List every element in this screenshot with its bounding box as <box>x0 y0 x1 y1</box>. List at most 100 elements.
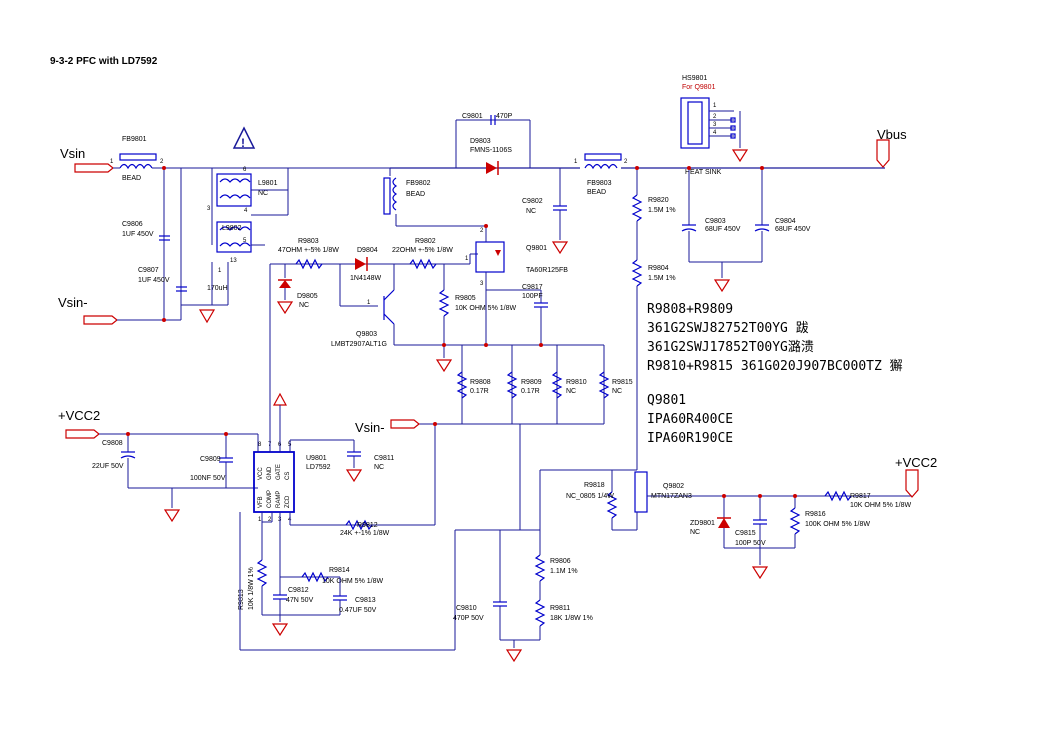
svg-text:BEAD: BEAD <box>587 189 606 196</box>
fb9801-value: BEAD <box>122 175 141 182</box>
svg-text:10K OHM 5% 1/8W: 10K OHM 5% 1/8W <box>455 305 516 312</box>
svg-text:L9802: L9802 <box>222 225 242 232</box>
svg-text:D9803: D9803 <box>470 138 491 145</box>
ground-icon <box>435 359 453 373</box>
svg-text:47N 50V: 47N 50V <box>286 597 314 604</box>
svg-text:1: 1 <box>574 159 578 165</box>
svg-text:3: 3 <box>480 281 484 287</box>
svg-text:R9802: R9802 <box>415 238 436 245</box>
d9805-diode-icon <box>279 280 291 288</box>
vcc2-right-net-label: +VCC2 <box>895 455 937 470</box>
bom-notes: R9808+R9809 361G2SWJ82752T00YG 跋 361G2SW… <box>647 302 903 446</box>
svg-text:1.5M 1%: 1.5M 1% <box>648 275 676 282</box>
svg-text:R9804: R9804 <box>648 265 669 272</box>
svg-text:NC: NC <box>612 388 622 395</box>
vcc2-left-port-connector <box>65 429 100 439</box>
hs9801-heatsink <box>680 97 710 149</box>
svg-text:GND: GND <box>267 466 273 480</box>
r9817-resistor <box>824 490 852 502</box>
svg-text:361G2SWJ17852T00YG潞溃: 361G2SWJ17852T00YG潞溃 <box>647 340 814 355</box>
svg-text:100K OHM 5% 1/8W: 100K OHM 5% 1/8W <box>805 521 870 528</box>
vsin-minus-net-label: Vsin- <box>58 295 88 310</box>
svg-text:NC: NC <box>566 388 576 395</box>
svg-text:C9801: C9801 <box>462 113 483 120</box>
svg-text:VFB: VFB <box>258 496 264 508</box>
svg-text:R9808: R9808 <box>470 379 491 386</box>
svg-text:C9815: C9815 <box>735 530 756 537</box>
fb9801-bead-top <box>119 153 157 161</box>
svg-text:D9805: D9805 <box>297 293 318 300</box>
svg-text:VCC: VCC <box>258 467 264 480</box>
svg-text:C9813: C9813 <box>355 597 376 604</box>
vcc2-left-net-label: +VCC2 <box>58 408 100 423</box>
svg-text:C9810: C9810 <box>456 605 477 612</box>
ground-icon <box>731 149 749 163</box>
r9805-resistor <box>438 289 450 317</box>
r9806-resistor <box>534 554 546 582</box>
svg-text:4: 4 <box>244 208 248 214</box>
svg-text:LD7592: LD7592 <box>306 464 331 471</box>
svg-text:0.17R: 0.17R <box>470 388 489 395</box>
r9820-resistor <box>631 194 643 222</box>
svg-text:NC: NC <box>299 302 309 309</box>
svg-text:FB9803: FB9803 <box>587 180 612 187</box>
q9802-mosfet <box>634 471 648 513</box>
svg-text:4: 4 <box>713 130 717 136</box>
r9812-resistor <box>345 519 373 531</box>
svg-text:R9806: R9806 <box>550 558 571 565</box>
svg-text:C9817: C9817 <box>522 284 543 291</box>
svg-text:L9801: L9801 <box>258 180 278 187</box>
svg-text:5: 5 <box>243 238 247 244</box>
r9815-resistor <box>598 371 610 399</box>
svg-text:C9803: C9803 <box>705 218 726 225</box>
svg-text:1: 1 <box>258 517 262 523</box>
svg-text:NC_0805 1/4W: NC_0805 1/4W <box>566 493 614 500</box>
svg-text:13: 13 <box>230 258 237 264</box>
svg-text:361G2SWJ82752T00YG 跋: 361G2SWJ82752T00YG 跋 <box>647 321 809 336</box>
svg-text:100NF 50V: 100NF 50V <box>190 475 226 482</box>
r9811-resistor <box>534 599 546 627</box>
ground-icon <box>198 309 216 324</box>
svg-text:22UF 50V: 22UF 50V <box>92 463 124 470</box>
svg-text:R9803: R9803 <box>298 238 319 245</box>
ground-icon <box>551 241 569 255</box>
svg-text:8: 8 <box>258 442 262 448</box>
svg-text:10K 1/8W 1%: 10K 1/8W 1% <box>248 567 255 610</box>
svg-text:NC: NC <box>690 529 700 536</box>
svg-text:R9814: R9814 <box>329 567 350 574</box>
svg-text:0.17R: 0.17R <box>521 388 540 395</box>
svg-text:2: 2 <box>624 159 628 165</box>
svg-text:CS: CS <box>285 472 291 480</box>
ground-icon <box>751 566 769 580</box>
svg-text:0.47UF 50V: 0.47UF 50V <box>339 607 377 614</box>
d9804-diode-icon <box>355 258 366 270</box>
svg-text:FMNS-1106S: FMNS-1106S <box>470 147 512 154</box>
svg-text:R9810: R9810 <box>566 379 587 386</box>
fb9802-bead <box>383 177 391 215</box>
svg-text:68UF 450V: 68UF 450V <box>705 226 741 233</box>
svg-text:10K OHM 5% 1/8W: 10K OHM 5% 1/8W <box>850 502 911 509</box>
gnd-flag-icon <box>272 392 288 406</box>
vsin-minus-port-connector <box>83 315 118 325</box>
svg-text:1UF 450V: 1UF 450V <box>138 277 170 284</box>
svg-text:18K 1/8W 1%: 18K 1/8W 1% <box>550 615 593 622</box>
svg-text:47OHM +-5% 1/8W: 47OHM +-5% 1/8W <box>278 247 339 254</box>
vsin-minus-mid-net-label: Vsin- <box>355 420 385 435</box>
svg-text:22OHM +-5% 1/8W: 22OHM +-5% 1/8W <box>392 247 453 254</box>
svg-text:1: 1 <box>110 159 114 165</box>
svg-text:NC: NC <box>258 190 268 197</box>
svg-text:IPA60R190CE: IPA60R190CE <box>647 431 733 446</box>
svg-text:R9815: R9815 <box>612 379 633 386</box>
svg-text:COMP: COMP <box>267 490 273 508</box>
svg-text:NC: NC <box>374 464 384 471</box>
ground-icon <box>505 649 523 663</box>
fb9801-ref: FB9801 <box>122 136 147 143</box>
r9808-resistor <box>456 371 468 399</box>
svg-text:1: 1 <box>713 103 717 109</box>
svg-text:LMBT2907ALT1G: LMBT2907ALT1G <box>331 341 387 348</box>
fb9803-bead <box>584 153 622 161</box>
svg-text:R9805: R9805 <box>455 295 476 302</box>
svg-text:IPA60R400CE: IPA60R400CE <box>647 412 733 427</box>
svg-text:10K OHM 5% 1/8W: 10K OHM 5% 1/8W <box>322 578 383 585</box>
